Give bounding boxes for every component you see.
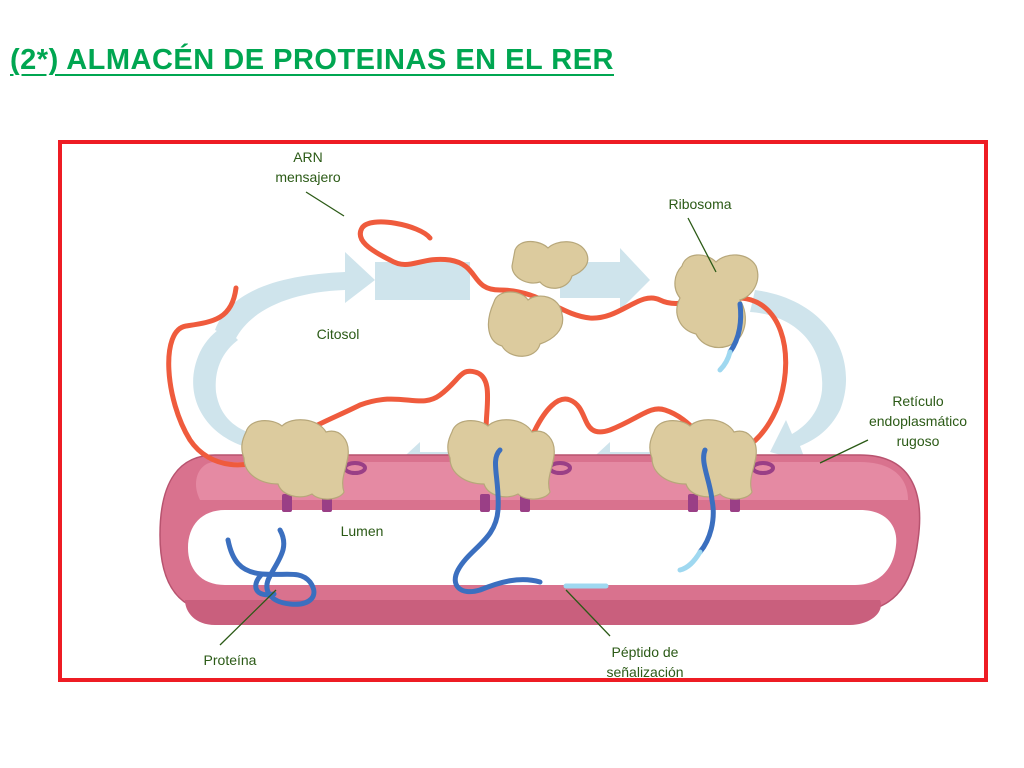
label-reticulo-line1: Retículo [892,393,944,409]
diagram-frame [58,140,988,682]
diagram-labels: ARN mensajero Ribosoma Citosol Retículo … [204,149,968,680]
signal-peptide-right [677,549,703,573]
ribosome-upper-right [674,254,759,349]
label-lumen: Lumen [341,523,384,539]
leader-lines [219,191,869,646]
er-membrane-bottom-rim [185,600,881,625]
label-reticulo-line2: endoplasmático [869,413,967,429]
leader-peptido [565,589,611,637]
top-flow-arrow-middle [375,262,470,300]
label-proteina: Proteína [204,652,257,668]
right-flow-arrow [750,290,847,462]
slide-title: (2*) ALMACÉN DE PROTEINAS EN EL RER [10,44,614,76]
er-lumen-space [188,510,897,585]
label-arn-line1: ARN [293,149,323,165]
ribosome-bound-middle [447,419,555,500]
left-flow-arrow [193,326,262,450]
label-peptido-line2: señalización [606,664,683,680]
polypeptides [225,301,744,607]
leader-ribosoma [687,217,717,273]
free-ribosome-1 [511,240,589,289]
top-flow-arrow-left [215,252,375,340]
label-reticulo-line3: rugoso [897,433,940,449]
nascent-peptide-upper [727,301,744,355]
ribosomes [241,240,759,500]
ribosome-bound-left [241,419,349,500]
label-citosol: Citosol [317,326,360,342]
leader-arn [305,191,345,217]
nascent-signal-upper [717,349,733,373]
free-ribosome-2 [487,291,564,357]
label-arn-line2: mensajero [275,169,341,185]
leader-proteina [219,589,277,646]
label-ribosoma: Ribosoma [668,196,731,212]
peptide-middle [452,447,543,595]
folded-protein [225,527,317,607]
leader-reticulo [819,439,869,464]
label-peptido-line1: Péptido de [612,644,679,660]
peptide-right [697,447,716,555]
